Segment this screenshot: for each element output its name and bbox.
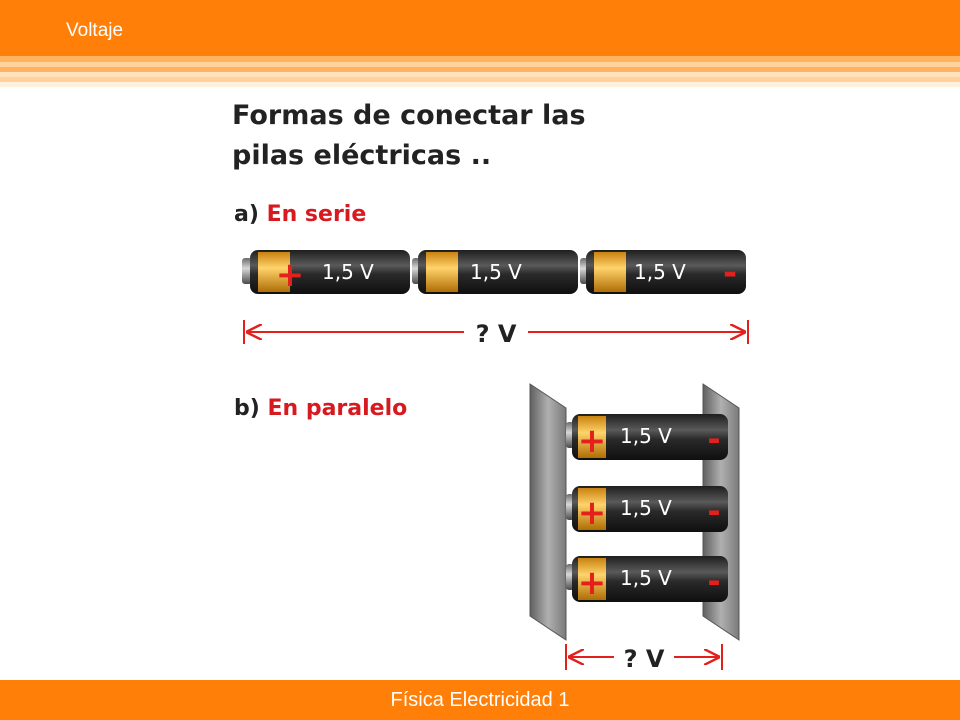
parallel-plus-sign: + <box>578 563 607 603</box>
slide-footer: Física Electricidad 1 <box>390 689 570 711</box>
parallel-battery-label: 1,5 V <box>620 424 672 448</box>
heading-line-2: pilas eléctricas .. <box>232 140 492 171</box>
header-stripe <box>0 62 960 67</box>
parallel-battery-1: + 1,5 V - <box>566 414 728 461</box>
header-stripe <box>0 67 960 72</box>
series-label: En serie <box>266 202 367 227</box>
series-letter: a) <box>234 202 259 227</box>
parallel-subtitle: b) En paralelo <box>234 396 407 421</box>
header-stripe <box>0 77 960 82</box>
series-battery-1: + 1,5 V <box>242 250 410 295</box>
heading-line-1: Formas de conectar las <box>232 100 586 131</box>
parallel-battery-label: 1,5 V <box>620 496 672 520</box>
series-plus-sign: + <box>276 255 305 295</box>
series-battery-label: 1,5 V <box>634 260 686 284</box>
parallel-plus-sign: + <box>578 421 607 461</box>
series-battery-2: 1,5 V <box>412 250 578 294</box>
series-battery-3: 1,5 V - <box>580 250 746 294</box>
parallel-battery-3: + 1,5 V - <box>566 556 728 603</box>
series-subtitle: a) En serie <box>234 202 366 227</box>
parallel-minus-sign: - <box>707 492 720 530</box>
series-minus-sign: - <box>723 253 737 293</box>
parallel-total-label: ? V <box>624 645 665 673</box>
slide-header-title: Voltaje <box>66 20 124 41</box>
series-battery-label: 1,5 V <box>470 260 522 284</box>
series-battery-label: 1,5 V <box>322 260 374 284</box>
left-plate <box>529 383 567 641</box>
parallel-plus-sign: + <box>578 493 607 533</box>
parallel-minus-sign: - <box>707 562 720 600</box>
parallel-minus-sign: - <box>707 420 720 458</box>
header-stripe <box>0 56 960 62</box>
header-stripe <box>0 82 960 87</box>
series-total-measure: ? V <box>243 320 749 348</box>
header-stripe <box>0 72 960 77</box>
top-bar: Voltaje <box>0 0 960 56</box>
parallel-letter: b) <box>234 396 260 421</box>
series-total-label: ? V <box>476 320 517 348</box>
bottom-bar: Física Electricidad 1 <box>0 680 960 720</box>
diagram-heading: Formas de conectar las pilas eléctricas … <box>232 96 586 176</box>
parallel-battery-2: + 1,5 V - <box>566 486 728 533</box>
parallel-label: En paralelo <box>267 396 408 421</box>
parallel-battery-label: 1,5 V <box>620 566 672 590</box>
parallel-total-measure: ? V <box>565 644 723 673</box>
